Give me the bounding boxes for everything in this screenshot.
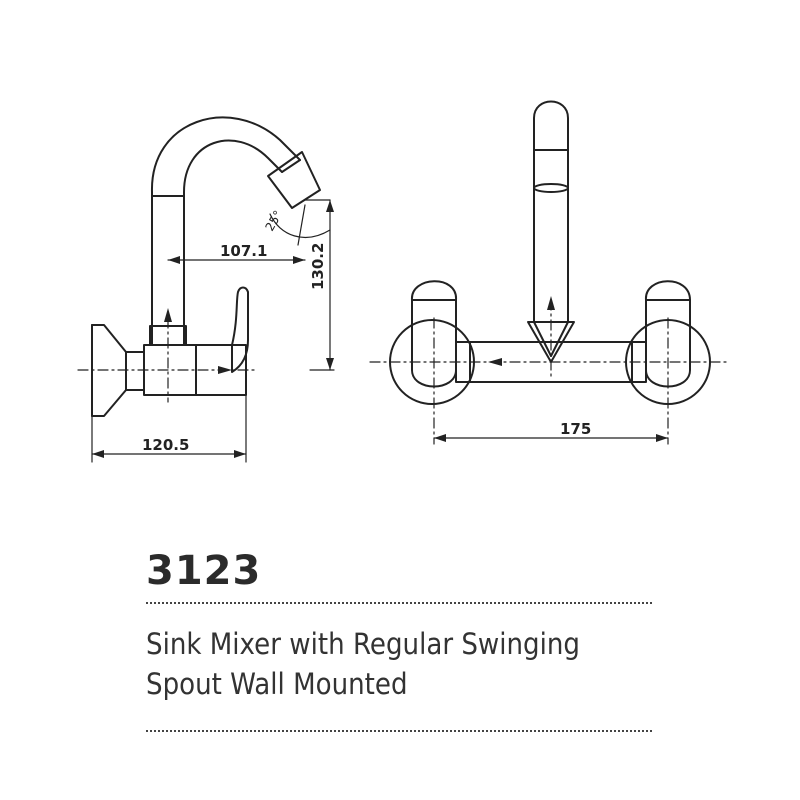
side-view: [77, 116, 335, 463]
divider-bottom: [146, 730, 652, 732]
dim-center-distance: 175: [560, 420, 591, 438]
dim-spout-reach: 107.1: [220, 242, 267, 260]
dim-depth: 120.5: [142, 436, 189, 454]
lever-handle: [231, 286, 249, 373]
divider-top: [146, 602, 652, 604]
connector-nut: [125, 351, 145, 391]
product-description: Sink Mixer with Regular Swinging Spout W…: [146, 624, 614, 704]
front-spout: [533, 100, 569, 323]
description-line-2: Spout Wall Mounted: [146, 667, 408, 701]
right-handle: [644, 280, 691, 388]
spout-nozzle: [267, 151, 321, 209]
dim-spout-height: 130.2: [309, 243, 327, 290]
spout-arc: [150, 116, 301, 193]
description-line-1: Sink Mixer with Regular Swinging: [146, 627, 580, 661]
front-view: [369, 100, 731, 445]
product-code: 3123: [146, 548, 262, 594]
